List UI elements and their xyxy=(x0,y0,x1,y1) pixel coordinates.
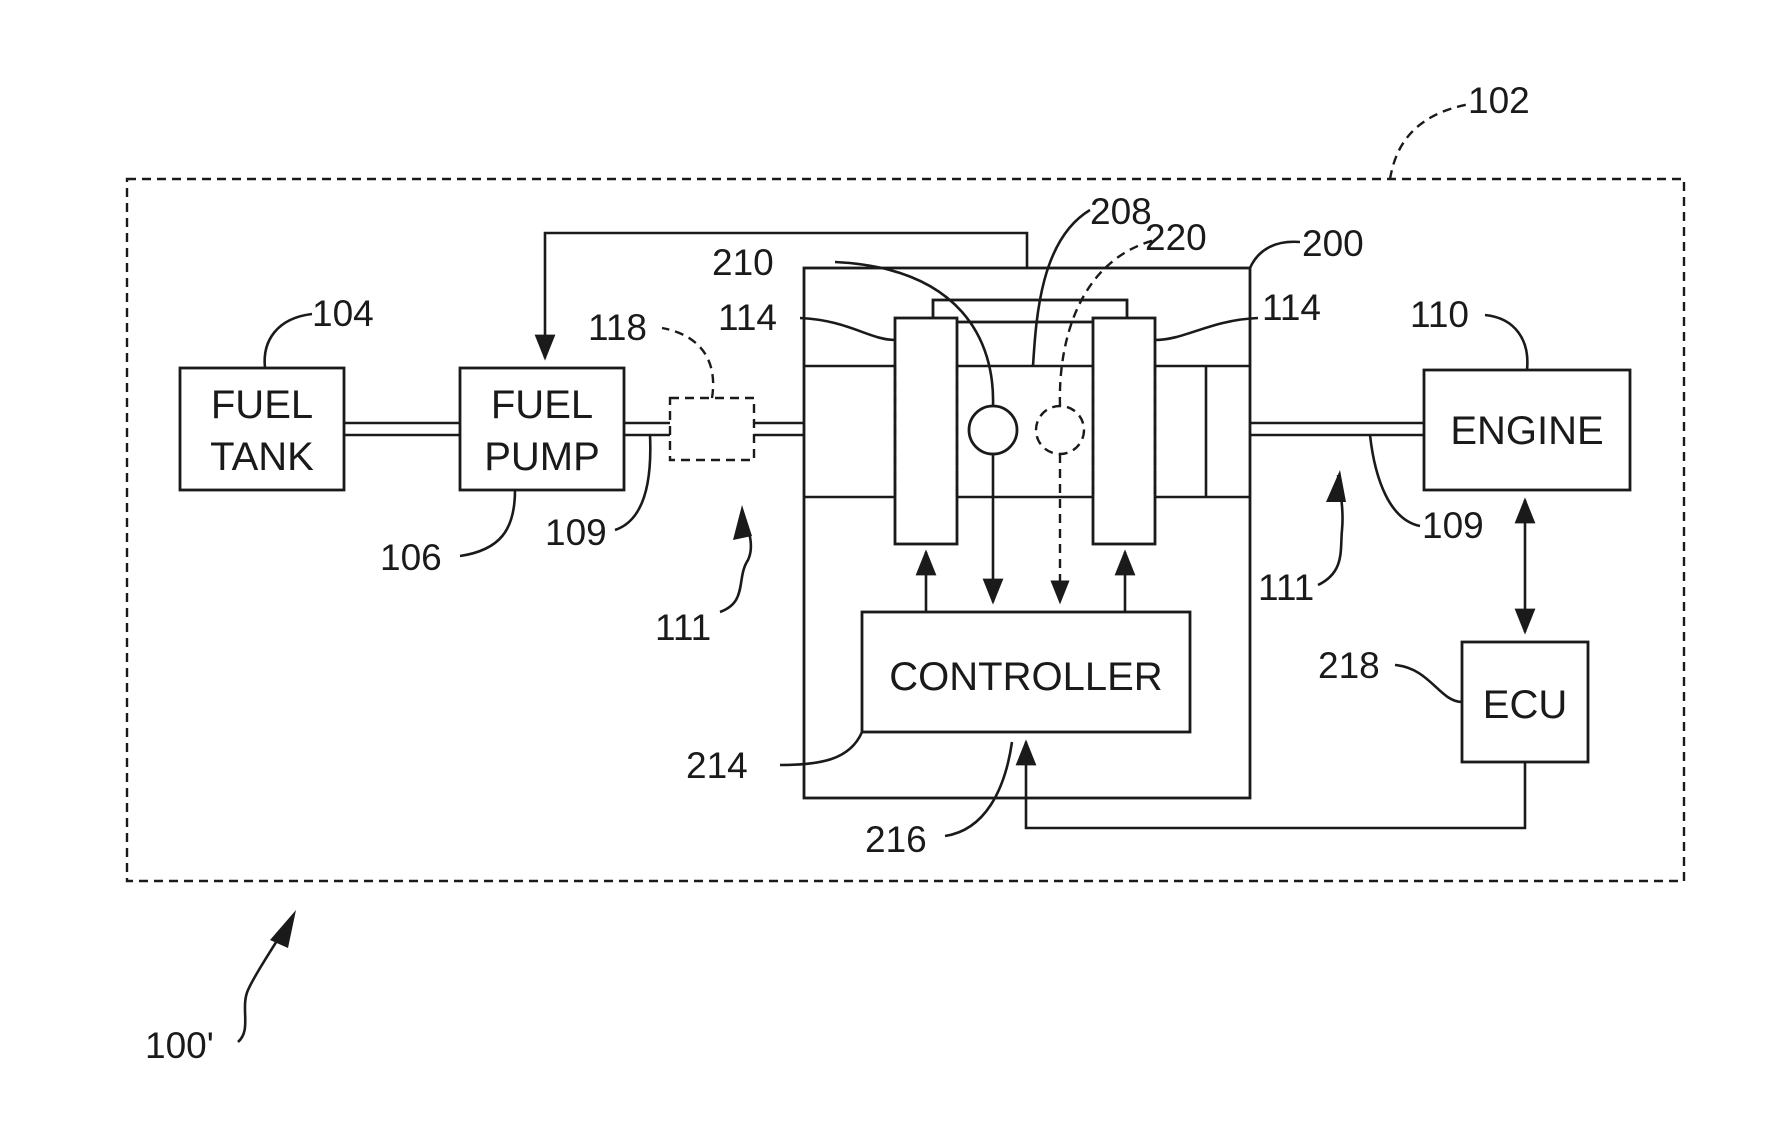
leader-109-right xyxy=(1370,435,1420,526)
engine-block: ENGINE xyxy=(1424,370,1630,490)
sensor-solid xyxy=(969,406,1017,454)
ref-102: 102 xyxy=(1468,80,1530,121)
fuel-tank-block: FUEL TANK xyxy=(180,368,344,490)
ref-218: 218 xyxy=(1318,645,1380,686)
ref-111-left: 111 xyxy=(655,607,711,648)
flow-arrow-left-head xyxy=(733,505,752,540)
filter-block xyxy=(670,398,754,460)
ref-118: 118 xyxy=(588,307,647,348)
ecu-label: ECU xyxy=(1483,683,1567,727)
fuel-tank-label-line2: TANK xyxy=(210,435,314,479)
leader-102 xyxy=(1390,104,1470,179)
fuel-pump-block: FUEL PUMP xyxy=(460,368,624,490)
leader-110 xyxy=(1485,315,1527,370)
ref-220: 220 xyxy=(1145,217,1207,258)
ref-214: 214 xyxy=(686,745,748,786)
ref-114-left: 114 xyxy=(718,297,777,338)
ref-208: 208 xyxy=(1090,191,1152,232)
controller-label: CONTROLLER xyxy=(889,655,1162,699)
flow-arrow-right-head xyxy=(1326,470,1346,502)
ref-109-left: 109 xyxy=(545,512,607,553)
engine-label: ENGINE xyxy=(1450,409,1603,453)
ref-216: 216 xyxy=(865,819,927,860)
fuel-pump-label-line2: PUMP xyxy=(484,435,600,479)
ecu-block: ECU xyxy=(1462,642,1588,762)
fuel-pump-label-line1: FUEL xyxy=(491,383,593,427)
leader-200 xyxy=(1250,242,1300,268)
ref-111-right: 111 xyxy=(1258,567,1314,608)
ref-104: 104 xyxy=(312,293,374,334)
leader-104 xyxy=(265,314,312,368)
system-arrow-head xyxy=(270,910,296,948)
ref-100: 100' xyxy=(145,1025,214,1066)
leader-106 xyxy=(460,490,515,556)
leader-118 xyxy=(662,328,713,398)
controller-block: CONTROLLER xyxy=(862,612,1190,732)
ref-110: 110 xyxy=(1410,294,1469,335)
right-valve xyxy=(1093,318,1155,544)
leader-218 xyxy=(1395,665,1462,702)
left-valve xyxy=(895,318,957,544)
fuel-tank-label-line1: FUEL xyxy=(211,383,313,427)
ref-109-right: 109 xyxy=(1422,505,1484,546)
ref-200: 200 xyxy=(1302,223,1364,264)
ref-106: 106 xyxy=(380,537,442,578)
ref-114-right: 114 xyxy=(1262,287,1321,328)
ref-210: 210 xyxy=(712,242,774,283)
